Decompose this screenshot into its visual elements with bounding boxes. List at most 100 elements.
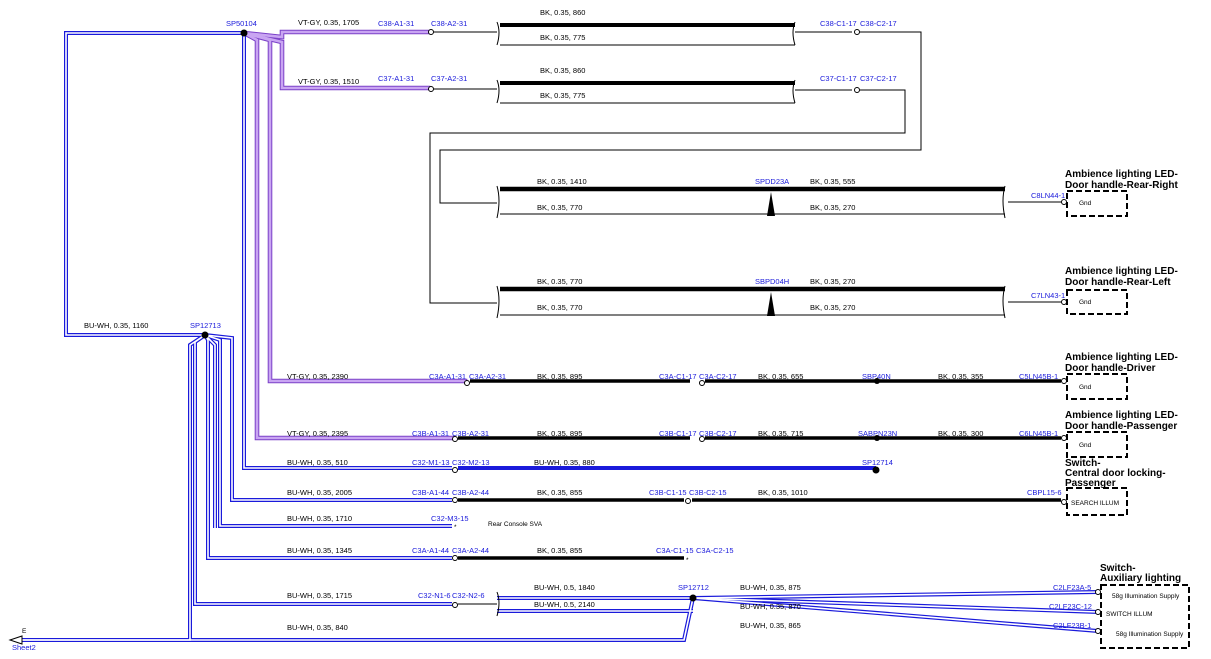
connector-label: C3A-C2-15: [696, 546, 734, 555]
wire-label: BK, 0.35, 270: [810, 303, 855, 312]
pin-label-gnd: Gnd: [1079, 442, 1092, 449]
connector-label: C32-M2-13: [452, 458, 490, 467]
wire-label: BU-WH, 0.35, 1160: [84, 321, 148, 330]
rl-title-line2: Door handle-Rear-Left: [1065, 277, 1171, 288]
sheet-link[interactable]: Sheet2: [12, 643, 36, 652]
connector-label: C3B-A1-31: [412, 429, 449, 438]
rl-title-line1: Ambience lighting LED-: [1065, 266, 1178, 277]
pa-title-line1: Ambience lighting LED-: [1065, 410, 1178, 421]
connector-label: C3A-C2-17: [699, 372, 737, 381]
wire-label: BU-WH, 0.35, 880: [534, 458, 595, 467]
wire-label: BU-WH, 0.35, 875: [740, 583, 801, 592]
connector-pins: [428, 29, 1101, 634]
connector-label: C8LN44-1: [1031, 191, 1065, 200]
ax-title-line2: Auxiliary lighting: [1100, 573, 1181, 584]
wire-label: BK, 0.35, 775: [540, 91, 585, 100]
rear-console-note: Rear Console SVA: [488, 521, 543, 528]
splice-sp12713: SP12713: [190, 321, 221, 330]
wire-label: BK, 0.35, 355: [938, 372, 983, 381]
connector-label: C3B-C1-17: [659, 429, 697, 438]
pin-label-illum-supply: 58g Illumination Supply: [1116, 631, 1184, 638]
connector-label: C3B-A2-44: [452, 488, 489, 497]
connector-label: CBPL15-6: [1027, 488, 1062, 497]
splice-sp12714: SP12714: [862, 458, 893, 467]
wire-label: BU-WH, 0.5, 1840: [534, 583, 595, 592]
wire-label: VT-GY, 0.35, 2395: [287, 429, 348, 438]
wire-label: BK, 0.35, 770: [537, 203, 582, 212]
connector-label: C32-N2-6: [452, 591, 485, 600]
connector-label: C6LN45B-1: [1019, 429, 1058, 438]
connector-label: C37-A1-31: [378, 74, 414, 83]
dr-title-line1: Ambience lighting LED-: [1065, 352, 1178, 363]
wire-label: BU-WH, 0.5, 2140: [534, 600, 595, 609]
wire-label: BU-WH, 0.35, 510: [287, 458, 348, 467]
wire-label: BU-WH, 0.35, 1345: [287, 546, 352, 555]
splice-sabpn23n: SABPN23N: [858, 429, 897, 438]
splice-sbp40n: SBP40N: [862, 372, 891, 381]
wire-label: BK, 0.35, 775: [540, 33, 585, 42]
wire-label: BK, 0.35, 860: [540, 66, 585, 75]
connector-label: C3B-C2-17: [699, 429, 737, 438]
wire-labels: VT-GY, 0.35, 1705 VT-GY, 0.35, 1510 VT-G…: [84, 8, 983, 632]
sw-title-line3: Passenger: [1065, 478, 1116, 489]
connector-label: C3A-A2-44: [452, 546, 489, 555]
connector-label: C32-M3-15: [431, 514, 469, 523]
ax-title-line1: Switch-: [1100, 563, 1136, 574]
wire-label: BK, 0.35, 770: [537, 303, 582, 312]
wire-label: BK, 0.35, 270: [810, 277, 855, 286]
blue-wires: [18, 31, 1099, 642]
splice-points: [201, 29, 880, 602]
sw-title-line2: Central door locking-: [1065, 468, 1166, 479]
connector-labels: C38-A1-31 C38-A2-31 C38-C1-17 C38-C2-17 …: [378, 19, 1092, 630]
connector-label: C2LF23C-12: [1049, 602, 1092, 611]
wire-label: BK, 0.35, 270: [810, 203, 855, 212]
off-sheet-arrow[interactable]: [8, 635, 23, 645]
splice-labels: SP50104 SP12713 SP12714 SP12712 SPDD23A …: [190, 19, 897, 592]
wire-label: BK, 0.35, 300: [938, 429, 983, 438]
wire-label: VT-GY, 0.35, 1705: [298, 18, 359, 27]
connector-label: C38-C1-17: [820, 19, 857, 28]
connector-label: C32-N1-6: [418, 591, 451, 600]
wire-label: BK, 0.35, 855: [537, 488, 582, 497]
wire-label: BU-WH, 0.35, 840: [287, 623, 348, 632]
svg-text:*: *: [454, 524, 457, 531]
connector-label: C2LF23B-1: [1053, 621, 1091, 630]
wire-label: VT-GY, 0.35, 1510: [298, 77, 359, 86]
connector-label: C3A-A1-44: [412, 546, 449, 555]
connector-label: C2LF23A-5: [1053, 583, 1091, 592]
connector-label: C3A-A1-31: [429, 372, 466, 381]
wire-label: BK, 0.35, 895: [537, 372, 582, 381]
pin-label-gnd: Gnd: [1079, 200, 1092, 207]
wire-label: BU-WH, 0.35, 1715: [287, 591, 352, 600]
connector-label: C37-C2-17: [860, 74, 897, 83]
wire-label: BK, 0.35, 860: [540, 8, 585, 17]
dr-title-line2: Door handle-Driver: [1065, 363, 1156, 374]
connector-label: C32-M1-13: [412, 458, 450, 467]
wire-label: BU-WH, 0.35, 1710: [287, 514, 352, 523]
wire-label: BK, 0.35, 1010: [758, 488, 808, 497]
wire-label: BU-WH, 0.35, 2005: [287, 488, 352, 497]
component-boxes: [1066, 190, 1190, 649]
wire-label: BK, 0.35, 1410: [537, 177, 587, 186]
wire-label: BK, 0.35, 715: [758, 429, 803, 438]
splice-sp12712: SP12712: [678, 583, 709, 592]
notes: Rear Console SVA E Sheet2: [12, 521, 543, 652]
pin-label-gnd: Gnd: [1079, 299, 1092, 306]
pin-label-switch-illum: SWITCH ILLUM: [1106, 611, 1153, 618]
connector-label: C37-A2-31: [431, 74, 467, 83]
wire-label: BK, 0.35, 770: [537, 277, 582, 286]
connector-label: C38-A2-31: [431, 19, 467, 28]
wire-label: BK, 0.35, 855: [537, 546, 582, 555]
connector-label: C38-C2-17: [860, 19, 897, 28]
connector-label: C5LN45B-1: [1019, 372, 1058, 381]
connector-label: C3B-C2-15: [689, 488, 727, 497]
connector-label: C3A-A2-31: [469, 372, 506, 381]
rr-title-line1: Ambience lighting LED-: [1065, 169, 1178, 180]
pin-label-gnd: Gnd: [1079, 384, 1092, 391]
open-ends: * *: [454, 524, 689, 564]
pin-label-search-illum: SEARCH ILLUM: [1071, 500, 1119, 507]
wire-label: BK, 0.35, 655: [758, 372, 803, 381]
connector-label: C3A-C1-15: [656, 546, 694, 555]
wire-label: BK, 0.35, 555: [810, 177, 855, 186]
